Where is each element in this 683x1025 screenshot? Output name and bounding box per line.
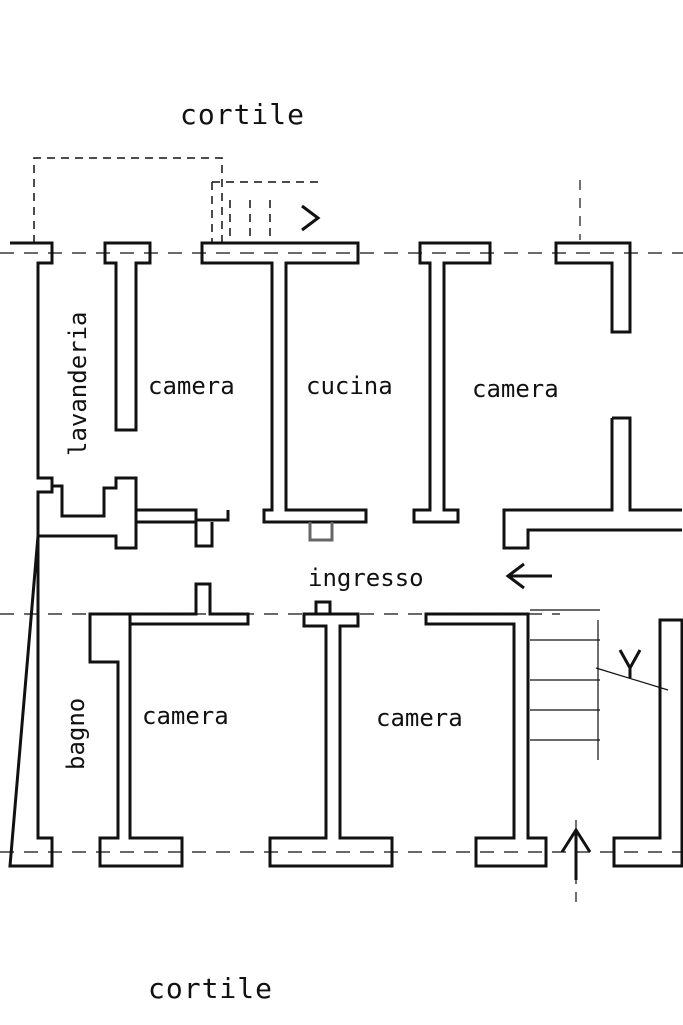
label-lavanderia: lavanderia — [64, 311, 92, 457]
outer-wall-right-bottom — [612, 618, 683, 868]
label-camera-lower-left: camera — [142, 702, 229, 730]
balcony-outline — [33, 157, 223, 243]
arrow-entrance — [505, 562, 552, 590]
wall-t-lower — [268, 612, 394, 868]
arrow-stair — [618, 649, 642, 678]
wall-corridor-lower-left — [130, 582, 250, 626]
label-camera-upper-left: camera — [148, 372, 235, 400]
label-cortile-bottom: cortile — [148, 972, 274, 1005]
wall-lavanderia — [103, 241, 152, 432]
label-ingresso: ingresso — [308, 564, 424, 592]
outer-wall-left — [8, 241, 54, 868]
label-bagno: bagno — [62, 697, 90, 770]
arrow-bottom — [560, 827, 592, 880]
label-cortile-top: cortile — [180, 98, 306, 131]
wall-t-left — [200, 241, 368, 524]
stair-outline — [211, 181, 320, 243]
wall-lower-right — [424, 612, 548, 868]
outer-wall-right-mid — [502, 416, 682, 550]
wall-lavanderia-bottom — [38, 476, 138, 550]
label-camera-lower-right: camera — [376, 704, 463, 732]
stair-lines — [530, 609, 600, 760]
wall-t-right — [412, 241, 492, 524]
arrow-top — [301, 204, 321, 232]
outer-wall-right-top — [554, 241, 632, 334]
wall-corridor-upper-left — [136, 508, 230, 548]
vertical-guide-right — [575, 180, 581, 910]
stair-diagonal — [595, 667, 669, 691]
label-cucina: cucina — [306, 372, 393, 400]
wall-stub-lower — [314, 600, 332, 614]
wall-stub-kitchen — [308, 522, 334, 542]
label-camera-upper-right: camera — [472, 375, 559, 403]
wall-bagno — [88, 612, 184, 868]
